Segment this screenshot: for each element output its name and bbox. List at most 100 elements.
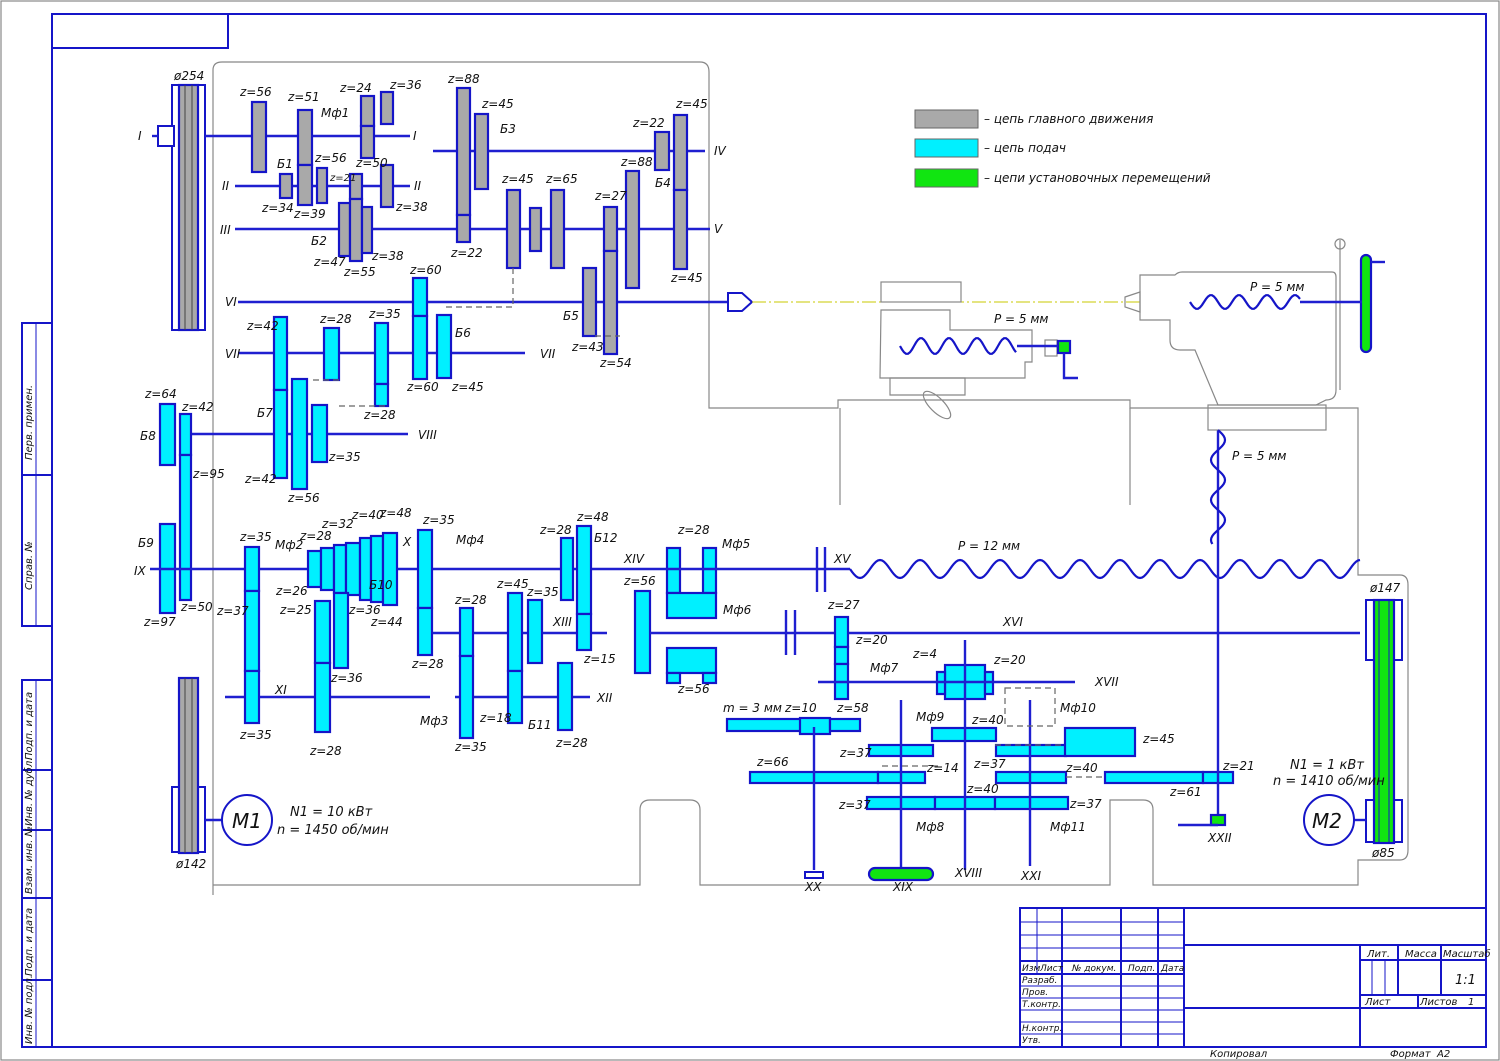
gear-label: z=45 — [670, 271, 703, 285]
shaft-label-XVIII: XVIII — [954, 866, 983, 880]
gear-label: z=35 — [368, 307, 401, 321]
gear-label: z=38 — [371, 249, 404, 263]
tb-header-doc: № докум. — [1071, 964, 1116, 974]
tb-row-tcontrol: Т.контр. — [1022, 1000, 1061, 1010]
tailstock-screw-pitch: P = 5 мм — [1250, 280, 1304, 294]
gear-label: z=88 — [620, 155, 653, 169]
gear-label: z=35 — [454, 740, 487, 754]
gear-label: z=48 — [576, 510, 609, 524]
block-label: Б6 — [455, 326, 471, 340]
shaft-label-II-left: II — [222, 179, 230, 193]
block-label: Б9 — [138, 536, 154, 550]
tailstock-handwheel[interactable] — [1359, 253, 1373, 354]
gear-label: z=42 — [181, 400, 214, 414]
motor-M1-power: N1 = 10 кВт — [290, 805, 373, 820]
gear-label: z=39 — [293, 207, 326, 221]
shaft-label-XII: XII — [596, 691, 613, 705]
legend-swatch-setup — [914, 168, 979, 188]
tb-header-izm: Изм — [1022, 964, 1041, 974]
clutch-label: Mф1 — [321, 106, 349, 120]
gear-label: z=24 — [339, 81, 372, 95]
lead-screw — [849, 558, 1361, 580]
shaft-label-II-right: II — [414, 179, 422, 193]
handwheel-XIX[interactable] — [867, 866, 935, 882]
shaft-label-XI: XI — [274, 683, 287, 697]
clutch-label: Mф7 — [870, 661, 899, 675]
shaft-label-III: III — [220, 223, 231, 237]
legend: – цепь главного движения – цепь подач – … — [914, 109, 1211, 188]
gear-label: z=18 — [479, 711, 512, 725]
gear-label: z=95 — [192, 467, 225, 481]
shaft-label-XV: XV — [833, 552, 851, 566]
gear-label: z=45 — [675, 97, 708, 111]
pulley-main-top-label: ø254 — [173, 69, 204, 83]
gear-label: z=34 — [261, 201, 294, 215]
gear-label: z=22 — [632, 116, 665, 130]
side-cell-3: Подп. и дата — [24, 692, 35, 760]
gear-label: z=37 — [216, 604, 249, 618]
gear-label: z=50 — [355, 156, 388, 170]
shaft-label-XVII: XVII — [1094, 675, 1119, 689]
spindle-nose — [727, 292, 754, 312]
shaft-label-VII-right: VII — [540, 347, 556, 361]
legend-label-setup: – цепи установочных перемещений — [984, 171, 1211, 185]
gear-label: z=37 — [1069, 797, 1102, 811]
shaft-label-IV: IV — [714, 144, 727, 158]
tailstock — [1124, 238, 1385, 431]
motor-M1-name: M1 — [232, 809, 262, 833]
gear-label: z=48 — [379, 506, 412, 520]
gear-label: z=50 — [180, 600, 213, 614]
block-label: Б4 — [655, 176, 671, 190]
gear-label: z=35 — [422, 513, 455, 527]
gear-label: z=28 — [319, 312, 352, 326]
gear-label: z=4 — [912, 647, 937, 661]
gear-label: z=43 — [571, 340, 604, 354]
clutch-label: Mф9 — [916, 710, 944, 724]
gear-label: z=37 — [973, 757, 1006, 771]
tb-scale-value: 1:1 — [1455, 973, 1476, 988]
gear-label: z=38 — [395, 200, 428, 214]
shaft-label-VII-left: VII — [225, 347, 241, 361]
gear-label: z=28 — [555, 736, 588, 750]
legend-label-feed: – цепь подач — [984, 141, 1066, 155]
gear-label: z=36 — [330, 671, 363, 685]
title-block — [1019, 907, 1487, 1048]
legend-label-main: – цепь главного движения — [984, 112, 1153, 126]
tb-header-list: Лист — [1039, 964, 1064, 974]
gear-label: z=56 — [239, 85, 272, 99]
gear-label: z=36 — [348, 603, 381, 617]
gear-label: z=28 — [677, 523, 710, 537]
carriage — [879, 281, 1078, 420]
clutch-label: Mф2 — [275, 538, 303, 552]
gear-label: z=56 — [677, 682, 710, 696]
block-label: Б12 — [594, 531, 618, 545]
handle-XXII[interactable] — [1209, 813, 1227, 827]
gear-label: z=27 — [594, 189, 627, 203]
pulley-aux-top-label: ø147 — [1369, 581, 1401, 595]
block-label: Б10 — [369, 578, 393, 592]
gear-label: z=60 — [406, 380, 439, 394]
cross-slide-handle[interactable] — [1056, 339, 1072, 355]
motor-M2-speed: n = 1410 об/мин — [1273, 774, 1385, 789]
tb-lit-label: Лит. — [1366, 949, 1390, 960]
gear-label: z=28 — [363, 408, 396, 422]
clutch-label: Mф5 — [722, 537, 750, 551]
gear-label: z=37 — [838, 798, 871, 812]
motor-M1: M1 — [205, 794, 273, 846]
gear-label: z=28 — [299, 529, 332, 543]
motor-M2: M2 — [1303, 794, 1366, 846]
rack-module: m = 3 мм — [723, 701, 782, 715]
tb-header-date: Дата — [1160, 964, 1184, 974]
gear-label: z=14 — [926, 761, 959, 775]
legend-swatch-feed — [914, 138, 979, 158]
block-label: Б1 — [277, 157, 293, 171]
main-gear-train — [250, 86, 689, 356]
gear-label: z=60 — [409, 263, 442, 277]
side-cell-4: Инв. № дубл. — [23, 758, 35, 826]
shaft-label-IX: IX — [134, 564, 147, 578]
side-cell-2: Справ. № — [24, 541, 35, 590]
gear-label: z=15 — [583, 652, 616, 666]
